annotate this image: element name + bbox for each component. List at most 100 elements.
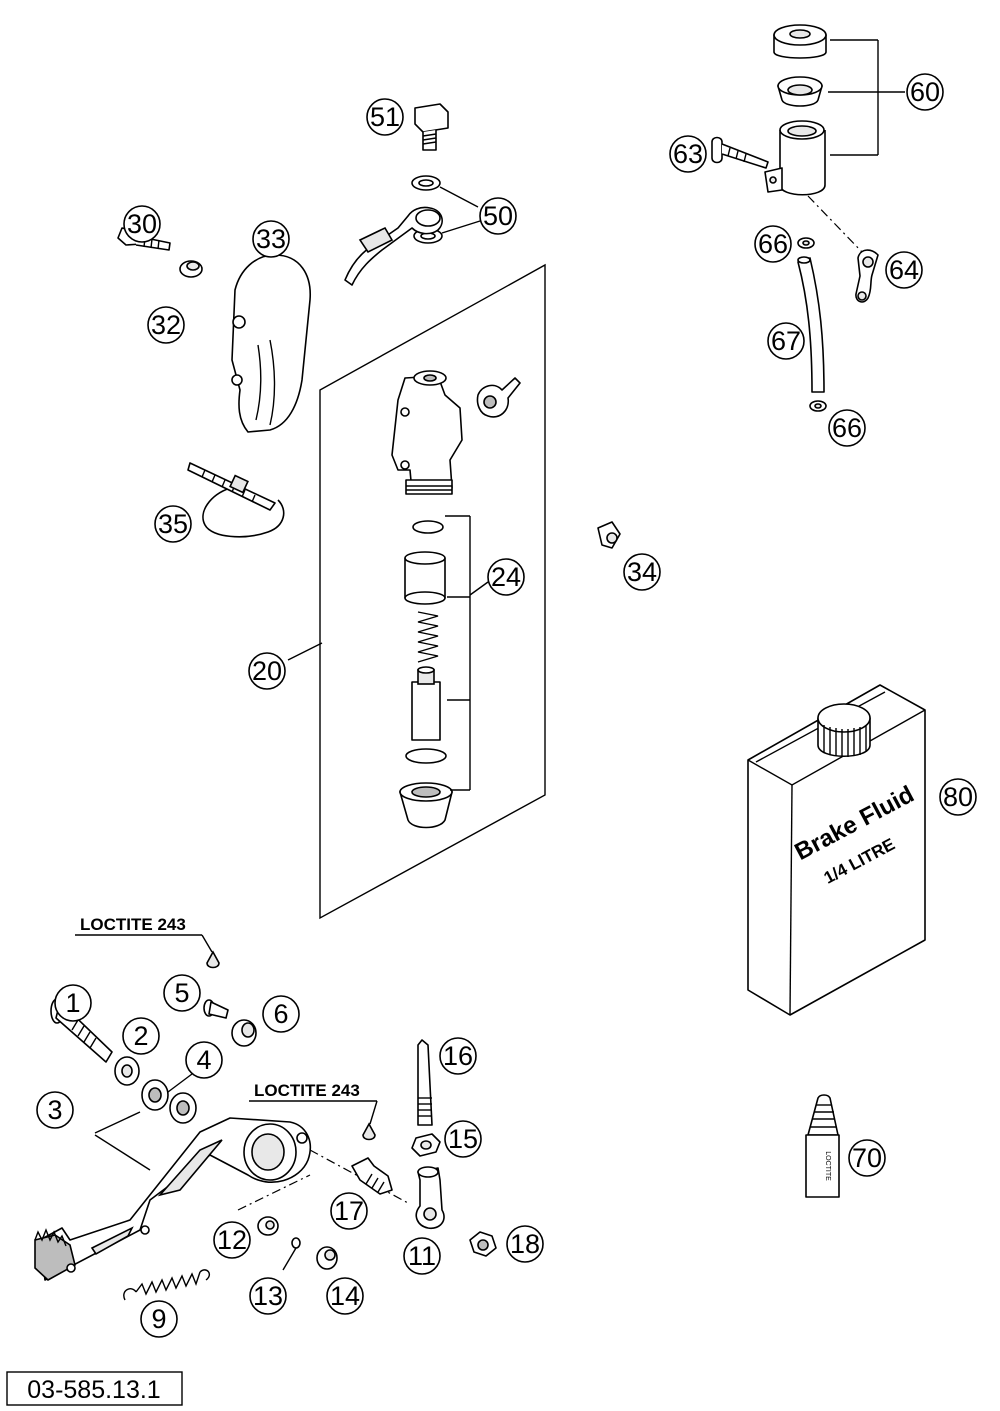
part-80-brake-fluid-can: Brake Fluid 1/4 LITRE: [747, 684, 926, 1016]
part-35-cable-tie: [187, 462, 285, 538]
callout-24: 24: [487, 558, 525, 596]
part-66-hose-clamp-top: [797, 237, 815, 249]
svg-text:15: 15: [448, 1124, 478, 1154]
part-11-clevis: [415, 1166, 445, 1230]
master-cylinder-assembly-frame: [319, 263, 546, 920]
callout-6: 6: [262, 995, 300, 1033]
part-70-loctite-tube: LOCTITE: [805, 1094, 840, 1198]
callout-30: 30: [123, 205, 161, 243]
document-number: 03-585.13.1: [27, 1376, 160, 1404]
callout-33: 33: [252, 220, 290, 258]
callout-15: 15: [444, 1120, 482, 1158]
svg-text:14: 14: [330, 1281, 360, 1311]
callout-80: 80: [939, 778, 977, 816]
svg-text:66: 66: [832, 413, 862, 443]
callout-35: 35: [154, 505, 192, 543]
callout-14: 14: [326, 1277, 364, 1315]
svg-text:60: 60: [910, 77, 940, 107]
part-20-master-cylinder-body: [391, 370, 521, 495]
loctite-note-right-text: LOCTITE 243: [254, 1081, 360, 1100]
part-64-bracket: [855, 249, 879, 303]
part-18-nut: [469, 1231, 497, 1257]
svg-text:64: 64: [889, 255, 919, 285]
part-24-piston-kit: [399, 515, 489, 829]
svg-text:18: 18: [510, 1229, 540, 1259]
callout-9: 9: [140, 1300, 178, 1338]
callout-12: 12: [213, 1221, 251, 1259]
callout-34: 34: [623, 553, 661, 591]
callout-50: 50: [479, 197, 517, 235]
part-34-clip-nut: [597, 521, 621, 549]
svg-text:63: 63: [673, 139, 703, 169]
part-33-guard: [231, 254, 311, 433]
document-number-box: 03-585.13.1: [6, 1371, 183, 1406]
svg-text:51: 51: [370, 102, 400, 132]
part-5-screw: [203, 999, 229, 1019]
svg-text:24: 24: [491, 562, 521, 592]
spring: [417, 611, 439, 663]
svg-text:6: 6: [273, 999, 288, 1029]
part-17-stud: [351, 1157, 393, 1195]
callout-1: 1: [54, 984, 92, 1022]
part-4-bearing-a: [141, 1079, 169, 1111]
loctite-tube-label: LOCTITE: [824, 1151, 831, 1181]
svg-text:34: 34: [627, 557, 657, 587]
callout-13: 13: [249, 1277, 287, 1315]
svg-text:9: 9: [151, 1304, 166, 1334]
callout-16: 16: [439, 1037, 477, 1075]
callout-2: 2: [122, 1017, 160, 1055]
svg-text:1: 1: [65, 988, 80, 1018]
part-4-bearing-b: [169, 1092, 197, 1124]
part-66-hose-clamp-bottom: [809, 400, 827, 412]
callout-20: 20: [248, 652, 286, 690]
callout-67: 67: [767, 322, 805, 360]
callout-3: 3: [36, 1091, 74, 1129]
svg-text:5: 5: [174, 978, 189, 1008]
svg-text:66: 66: [758, 229, 788, 259]
part-67-hose: [797, 256, 825, 393]
svg-text:13: 13: [253, 1281, 283, 1311]
part-32-grommet: [179, 260, 203, 278]
part-15-nut: [411, 1133, 441, 1157]
callout-51: 51: [366, 98, 404, 136]
loctite-note-left-text: LOCTITE 243: [80, 915, 186, 934]
svg-text:11: 11: [408, 1241, 436, 1271]
loctite-note-right: LOCTITE 243: [249, 1081, 378, 1141]
svg-text:3: 3: [47, 1095, 62, 1125]
svg-text:35: 35: [158, 509, 188, 539]
svg-text:17: 17: [334, 1196, 364, 1226]
svg-text:4: 4: [196, 1045, 211, 1075]
part-14-bushing: [316, 1246, 338, 1270]
svg-text:33: 33: [256, 224, 286, 254]
svg-text:32: 32: [151, 310, 181, 340]
part-51-banjo-bolt: [414, 103, 449, 151]
callout-17: 17: [330, 1192, 368, 1230]
svg-text:16: 16: [443, 1041, 473, 1071]
svg-text:67: 67: [771, 326, 801, 356]
svg-text:30: 30: [127, 209, 157, 239]
callout-60: 60: [906, 73, 944, 111]
callout-66-bottom: 66: [828, 409, 866, 447]
callout-4: 4: [185, 1041, 223, 1079]
part-13-o-ring: [291, 1237, 301, 1249]
callout-5: 5: [163, 974, 201, 1012]
part-63-screw: [711, 136, 769, 169]
callout-11: 11: [403, 1237, 441, 1275]
callout-32: 32: [147, 306, 185, 344]
svg-text:12: 12: [217, 1225, 247, 1255]
svg-text:80: 80: [943, 782, 973, 812]
svg-text:70: 70: [852, 1143, 882, 1173]
part-50-washers-and-brake-line: [344, 175, 481, 286]
part-2-washer: [114, 1056, 140, 1086]
part-6-bushing: [231, 1019, 257, 1047]
callout-63: 63: [669, 135, 707, 173]
callout-70: 70: [848, 1139, 886, 1177]
part-9-spring: [123, 1269, 210, 1301]
loctite-note-left: LOCTITE 243: [75, 915, 220, 969]
callout-18: 18: [506, 1225, 544, 1263]
part-16-push-rod: [417, 1039, 433, 1126]
part-12-nut: [257, 1216, 279, 1236]
callout-66-top: 66: [754, 225, 792, 263]
svg-text:20: 20: [252, 656, 282, 686]
